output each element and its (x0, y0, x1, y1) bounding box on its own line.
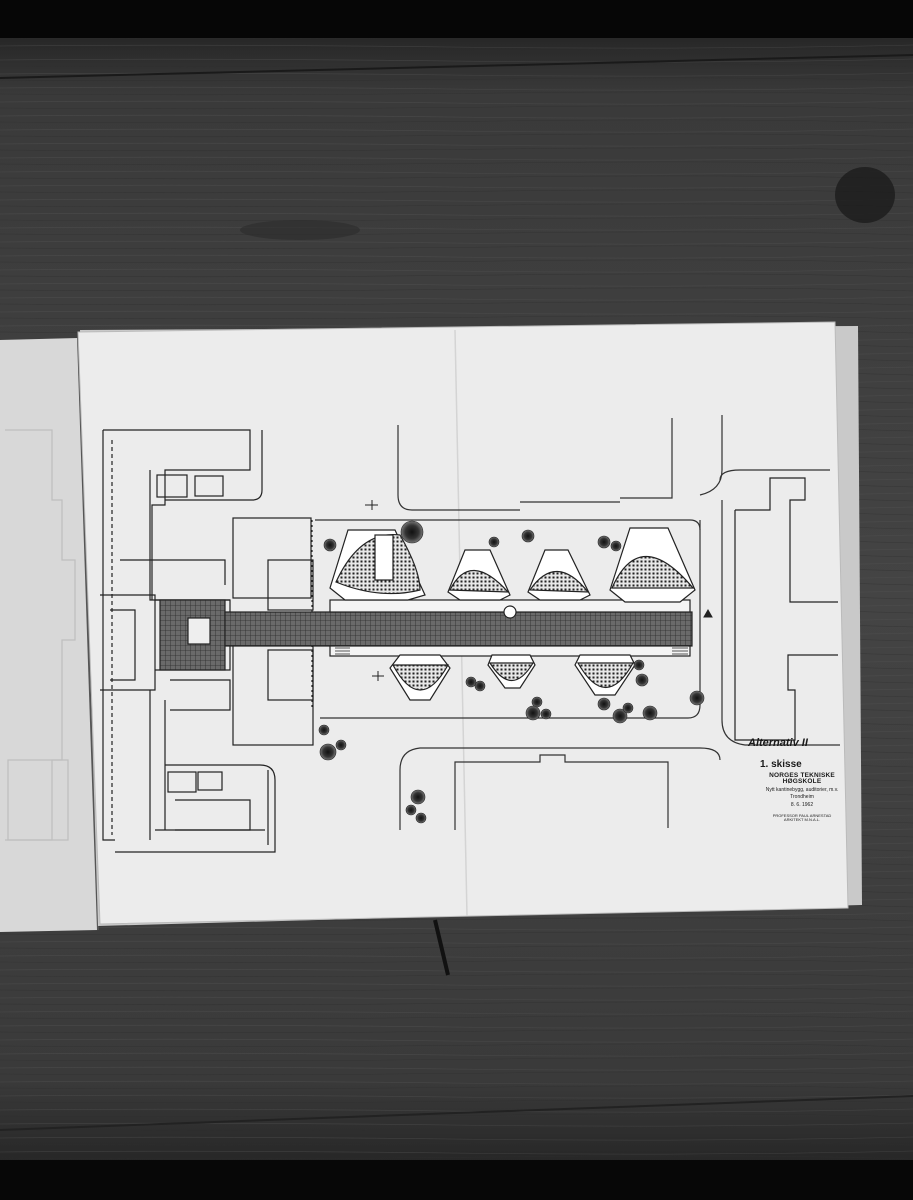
location: Trondheim (790, 794, 814, 801)
architect-line-1: PROFESSOR PAUL ARNESTAD (772, 812, 832, 818)
stairs (335, 647, 688, 655)
date: 8. 6. 1962 (790, 801, 814, 808)
auditorium-north-2 (447, 549, 511, 601)
architect-line-2: ARKITEKT M.N.A.L. (783, 817, 821, 823)
auditorium-south-3 (574, 654, 636, 696)
streets (315, 415, 840, 830)
previous-page (0, 337, 99, 932)
auditorium-south-2 (487, 654, 536, 689)
section-markers (365, 500, 713, 681)
adjacent-building-right (734, 477, 838, 741)
auditorium-south-1 (389, 654, 451, 701)
institution-name: NORGES TEKNISKE HØGSKOLE (769, 771, 835, 786)
title-block: Alternativ II 1. skisse NORGES TEKNISKE … (748, 737, 852, 823)
auditorium-north-1 (329, 529, 426, 601)
site-plan-drawing (100, 415, 840, 853)
auditorium-north-3 (527, 549, 591, 601)
sheet-label: 1. skisse (760, 759, 802, 770)
auditorium-north-4 (609, 527, 696, 603)
alternative-label: Alternativ II (748, 737, 808, 749)
trees (318, 520, 705, 824)
project-subtitle: Nytt kantinebygg, auditorier, m.v. (765, 787, 839, 794)
